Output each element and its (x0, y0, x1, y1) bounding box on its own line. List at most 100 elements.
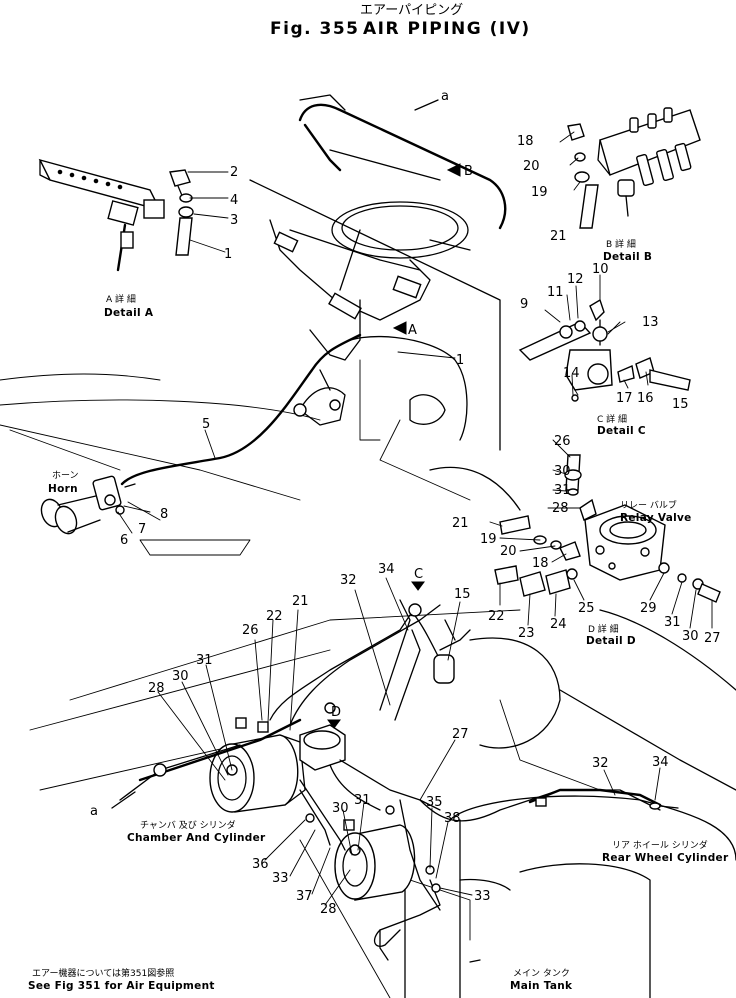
callout-6: 6 (120, 533, 128, 548)
callout-19-a: 19 (531, 185, 548, 200)
connector-a-bottom-label: a (90, 804, 98, 819)
callout-2: 2 (230, 165, 238, 180)
caption-detail-b-jp: B 詳 細 (606, 238, 636, 250)
caption-detail-a-en: Detail A (104, 307, 154, 319)
callout-36: 36 (252, 857, 269, 872)
detail-b-group (559, 107, 701, 229)
callout-31-d: 31 (354, 793, 371, 808)
callout-24: 24 (550, 617, 567, 632)
callout-10: 10 (592, 262, 609, 277)
callout-15-b: 15 (454, 587, 471, 602)
callout-33-b: 33 (474, 889, 491, 904)
chamber-and-cylinder-lower (334, 819, 416, 901)
callout-27-b: 27 (452, 727, 469, 742)
callout-17: 17 (616, 391, 633, 406)
callout-14: 14 (563, 366, 580, 381)
callout-28-c: 28 (320, 902, 337, 917)
connector-a-top-label: a (441, 89, 449, 104)
callout-11: 11 (547, 285, 564, 300)
callout-22-a: 22 (488, 609, 505, 624)
caption-detail-d: D 詳 細 Detail D (586, 623, 636, 647)
caption-detail-c-jp: C 詳 細 (597, 413, 627, 425)
callout-1-a: 1 (224, 247, 232, 262)
view-marker-a: A (392, 321, 417, 338)
caption-relay-jp: リレー バルブ (620, 499, 677, 511)
callout-31-c: 31 (196, 653, 213, 668)
main-tank-outline (379, 878, 511, 963)
caption-main-tank: メイン タンク Main Tank (510, 968, 573, 992)
callout-29: 29 (640, 601, 657, 616)
callout-38: 38 (444, 811, 461, 826)
caption-main-jp: メイン タンク (513, 968, 570, 979)
callout-5: 5 (202, 417, 210, 432)
callout-30-d: 30 (332, 801, 349, 816)
connector-a-bottom: a (90, 791, 136, 819)
callout-30-c: 30 (172, 669, 189, 684)
callout-28-b: 28 (148, 681, 165, 696)
connector-a-top: a (414, 89, 449, 111)
callout-18-a: 18 (517, 134, 534, 149)
caption-chamber-en: Chamber And Cylinder (127, 832, 266, 844)
piping-lower-routing (119, 599, 661, 947)
callout-23: 23 (518, 626, 535, 641)
caption-detail-d-jp: D 詳 細 (588, 623, 619, 635)
caption-note-en: See Fig 351 for Air Equipment (28, 980, 215, 992)
view-marker-b: B (446, 163, 473, 179)
callout-21-c: 21 (292, 594, 309, 609)
callout-22-b: 22 (266, 609, 283, 624)
callout-27-a: 27 (704, 631, 721, 646)
caption-detail-c-en: Detail C (597, 425, 646, 437)
caption-detail-c: C 詳 細 Detail C (597, 413, 646, 437)
callout-7: 7 (138, 522, 146, 537)
callout-34-b: 34 (652, 755, 669, 770)
caption-chamber-jp: チャンバ 及び シリンダ (140, 819, 236, 831)
caption-relay-valve: リレー バルブ Relay Valve (620, 499, 692, 524)
view-marker-c: C (411, 567, 425, 591)
horn-group (40, 475, 136, 535)
callout-20-b: 20 (500, 544, 517, 559)
callout-4: 4 (230, 193, 238, 208)
detail-a-group (38, 158, 229, 272)
callout-26-a: 26 (554, 434, 571, 449)
caption-detail-a-jp: A 詳 細 (106, 293, 136, 305)
callout-13: 13 (642, 315, 659, 330)
detail-c-group (518, 298, 691, 402)
caption-note: エアー機器については第351図参照 See Fig 351 for Air Eq… (28, 967, 215, 992)
caption-relay-en: Relay Valve (620, 512, 692, 524)
view-marker-d-label: D (331, 705, 341, 720)
caption-horn: ホーン Horn (48, 470, 79, 495)
callout-leaders (117, 274, 713, 906)
fig-label: Fig. 355 (270, 19, 359, 39)
pipe-5-horn-line (120, 333, 362, 486)
view-marker-a-label: A (408, 323, 417, 338)
callout-19-b: 19 (480, 532, 497, 547)
callout-37: 37 (296, 889, 313, 904)
caption-main-en: Main Tank (510, 980, 573, 992)
caption-chamber: チャンバ 及び シリンダ Chamber And Cylinder (127, 819, 266, 844)
callout-20-a: 20 (523, 159, 540, 174)
caption-rear-wheel: リア ホイール シリンダ Rear Wheel Cylinder (602, 839, 729, 864)
caption-horn-jp: ホーン (52, 470, 79, 481)
view-marker-d: D (327, 705, 341, 729)
callout-32-a: 32 (340, 573, 357, 588)
callout-34-a: 34 (378, 562, 395, 577)
callout-33-a: 33 (272, 871, 289, 886)
callout-30-a: 30 (554, 464, 571, 479)
callout-1-b: 1 (456, 353, 464, 368)
callout-32-b: 32 (592, 756, 609, 771)
callout-31-a: 31 (554, 483, 571, 498)
caption-detail-a: A 詳 細 Detail A (104, 293, 154, 319)
title-japanese: エアーパイピング (360, 3, 463, 18)
caption-detail-b-en: Detail B (603, 251, 652, 263)
detail-d-group (494, 454, 721, 603)
callout-25: 25 (578, 601, 595, 616)
steering-assembly (269, 94, 507, 426)
callout-35: 35 (426, 795, 443, 810)
caption-note-jp: エアー機器については第351図参照 (32, 967, 174, 979)
callout-28-a: 28 (552, 501, 569, 516)
caption-detail-b: B 詳 細 Detail B (603, 238, 652, 263)
callout-26-b: 26 (242, 623, 259, 638)
view-marker-c-label: C (414, 567, 423, 582)
title-english: AIR PIPING (IV) (363, 19, 531, 39)
